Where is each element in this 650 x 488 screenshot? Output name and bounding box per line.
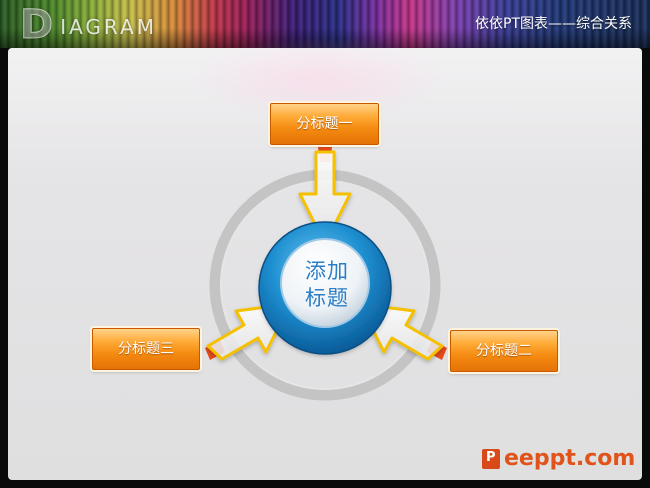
- site-logo: eeppt.com: [482, 446, 635, 476]
- center-ring-edge: [258, 221, 392, 355]
- center-core: [280, 238, 370, 328]
- brand-initial: D: [19, 2, 57, 49]
- node-subtitle-3: 分标题三: [92, 328, 200, 370]
- logo-text: eeppt.com: [504, 446, 636, 471]
- arrow-top: [298, 150, 352, 246]
- node-subtitle-1: 分标题一: [270, 103, 379, 145]
- node-subtitle-2: 分标题二: [450, 330, 558, 372]
- center-title: 添加 标题: [282, 258, 372, 312]
- center-title-line1: 添加: [305, 259, 349, 283]
- center-title-line2: 标题: [305, 286, 349, 310]
- ppt-icon: [482, 448, 500, 469]
- brand-rest: IAGRAM: [60, 15, 157, 39]
- page-title: 依依PT图表——综合关系: [475, 16, 632, 32]
